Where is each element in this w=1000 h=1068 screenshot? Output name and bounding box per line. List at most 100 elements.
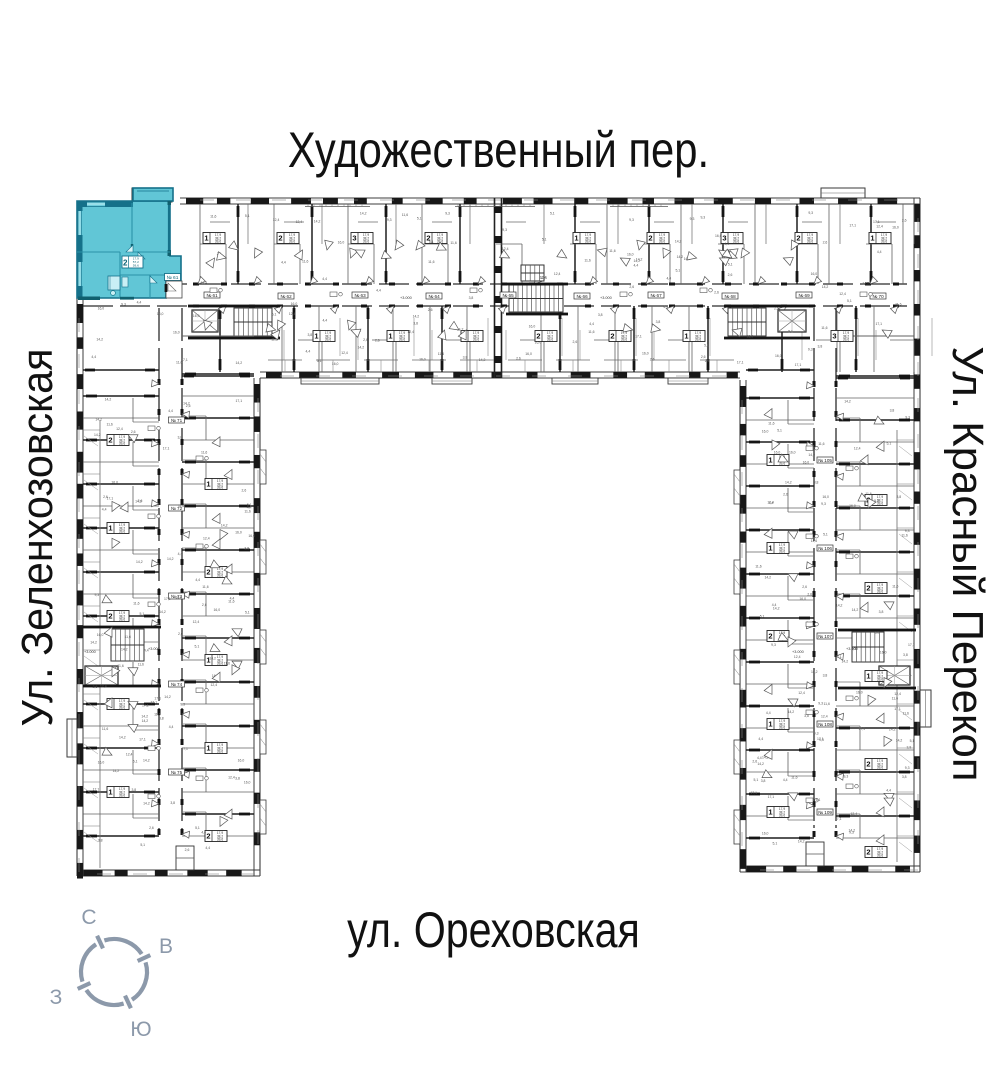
svg-text:12,4: 12,4 bbox=[798, 691, 805, 695]
svg-text:17,1: 17,1 bbox=[164, 597, 171, 601]
svg-text:16,0: 16,0 bbox=[747, 334, 754, 338]
svg-text:4,4: 4,4 bbox=[322, 277, 327, 281]
svg-text:9,3: 9,3 bbox=[502, 228, 507, 232]
svg-text:16,0: 16,0 bbox=[175, 596, 182, 600]
svg-text:3,8: 3,8 bbox=[896, 495, 901, 499]
svg-text:+3.000: +3.000 bbox=[846, 647, 858, 651]
svg-text:11,6: 11,6 bbox=[438, 352, 444, 356]
svg-text:2,6: 2,6 bbox=[629, 285, 634, 289]
svg-text:2,6: 2,6 bbox=[728, 273, 733, 277]
svg-text:16,0: 16,0 bbox=[762, 832, 769, 836]
svg-text:9,3: 9,3 bbox=[700, 215, 705, 219]
svg-text:16,0: 16,0 bbox=[338, 241, 345, 245]
svg-text:12,4: 12,4 bbox=[767, 501, 774, 505]
svg-text:17,9: 17,9 bbox=[547, 331, 553, 335]
svg-text:14,2: 14,2 bbox=[95, 417, 102, 421]
svg-text:14,2: 14,2 bbox=[862, 281, 869, 285]
svg-text:17,1: 17,1 bbox=[873, 220, 880, 224]
svg-text:11,6: 11,6 bbox=[138, 662, 144, 666]
svg-text:2: 2 bbox=[426, 234, 430, 243]
svg-text:4,4: 4,4 bbox=[306, 349, 311, 353]
svg-text:16,0: 16,0 bbox=[715, 234, 722, 238]
svg-text:№ 61: № 61 bbox=[167, 275, 179, 281]
svg-text:17,9: 17,9 bbox=[217, 831, 223, 835]
svg-text:39,6: 39,6 bbox=[877, 766, 883, 770]
svg-text:№ 63: № 63 bbox=[354, 293, 366, 298]
svg-text:39,6: 39,6 bbox=[881, 240, 887, 244]
svg-text:4,4: 4,4 bbox=[666, 277, 671, 281]
svg-text:1: 1 bbox=[574, 234, 578, 243]
svg-text:2: 2 bbox=[610, 332, 614, 341]
svg-text:17,1: 17,1 bbox=[817, 737, 824, 741]
svg-text:4,4: 4,4 bbox=[205, 846, 210, 850]
svg-text:1: 1 bbox=[768, 808, 772, 817]
svg-text:38,2: 38,2 bbox=[779, 810, 785, 814]
svg-text:2,6: 2,6 bbox=[131, 430, 136, 434]
svg-text:16,0: 16,0 bbox=[775, 354, 782, 358]
svg-text:5,1: 5,1 bbox=[195, 826, 200, 830]
svg-text:2,6: 2,6 bbox=[516, 357, 521, 361]
svg-text:2,6: 2,6 bbox=[650, 357, 655, 361]
svg-text:9,3: 9,3 bbox=[690, 217, 695, 221]
svg-text:4,4: 4,4 bbox=[169, 725, 174, 729]
svg-text:17,1: 17,1 bbox=[142, 704, 149, 708]
svg-text:17,9: 17,9 bbox=[133, 256, 139, 260]
svg-text:12,4: 12,4 bbox=[876, 224, 883, 228]
svg-text:17,1: 17,1 bbox=[737, 361, 744, 365]
svg-text:3,8: 3,8 bbox=[235, 776, 240, 780]
svg-text:17,9: 17,9 bbox=[119, 523, 125, 527]
svg-text:2: 2 bbox=[123, 258, 128, 267]
svg-text:16,0: 16,0 bbox=[244, 781, 251, 785]
svg-text:3,8: 3,8 bbox=[131, 788, 136, 792]
svg-text:2: 2 bbox=[796, 234, 800, 243]
svg-text:14,2: 14,2 bbox=[143, 801, 150, 805]
svg-text:№ 74: № 74 bbox=[171, 682, 183, 687]
svg-text:14,2: 14,2 bbox=[119, 735, 126, 739]
svg-text:39,6: 39,6 bbox=[807, 240, 813, 244]
svg-text:17,1: 17,1 bbox=[750, 791, 757, 795]
svg-text:2,6: 2,6 bbox=[902, 219, 907, 223]
svg-text:17,9: 17,9 bbox=[779, 543, 785, 547]
svg-text:9,3: 9,3 bbox=[905, 416, 910, 420]
svg-text:14,2: 14,2 bbox=[121, 647, 128, 651]
svg-text:38,2: 38,2 bbox=[217, 658, 223, 662]
svg-text:17,9: 17,9 bbox=[659, 233, 665, 237]
svg-text:14,2: 14,2 bbox=[457, 327, 464, 331]
svg-text:14,2: 14,2 bbox=[167, 557, 174, 561]
svg-text:39,6: 39,6 bbox=[877, 502, 883, 506]
svg-text:9,3: 9,3 bbox=[808, 348, 813, 352]
svg-text:59,6: 59,6 bbox=[133, 263, 139, 267]
svg-text:2,6: 2,6 bbox=[802, 585, 807, 589]
svg-text:9,3: 9,3 bbox=[121, 302, 126, 306]
svg-text:14,2: 14,2 bbox=[836, 603, 843, 607]
svg-text:39,6: 39,6 bbox=[877, 590, 883, 594]
svg-text:3,8: 3,8 bbox=[823, 674, 828, 678]
svg-text:17,1: 17,1 bbox=[93, 788, 100, 792]
svg-text:11,6: 11,6 bbox=[125, 635, 131, 639]
svg-text:+3.000: +3.000 bbox=[400, 296, 412, 300]
svg-text:38,2: 38,2 bbox=[877, 586, 883, 590]
svg-text:11,6: 11,6 bbox=[584, 259, 590, 263]
svg-text:3: 3 bbox=[832, 332, 836, 341]
svg-text:9,3: 9,3 bbox=[821, 502, 826, 506]
svg-text:12,4: 12,4 bbox=[201, 281, 208, 285]
svg-text:11,6: 11,6 bbox=[755, 564, 761, 568]
svg-text:9,3: 9,3 bbox=[771, 643, 776, 647]
svg-text:17,9: 17,9 bbox=[363, 233, 369, 237]
svg-text:3,8: 3,8 bbox=[469, 296, 474, 300]
svg-text:12,4: 12,4 bbox=[851, 812, 858, 816]
svg-text:2,6: 2,6 bbox=[823, 241, 828, 245]
svg-text:4,4: 4,4 bbox=[195, 578, 200, 582]
svg-text:11,6: 11,6 bbox=[791, 775, 797, 779]
svg-text:№ 107: № 107 bbox=[818, 634, 832, 639]
svg-text:12,4: 12,4 bbox=[407, 330, 414, 334]
svg-text:14,2: 14,2 bbox=[675, 240, 682, 244]
svg-text:5,1: 5,1 bbox=[247, 503, 252, 507]
svg-text:2: 2 bbox=[206, 568, 210, 577]
svg-text:1: 1 bbox=[108, 788, 112, 797]
svg-text:17,9: 17,9 bbox=[289, 233, 295, 237]
svg-text:38,2: 38,2 bbox=[119, 702, 125, 706]
svg-text:17,9: 17,9 bbox=[807, 233, 813, 237]
svg-text:17,1: 17,1 bbox=[107, 497, 114, 501]
svg-text:14,2: 14,2 bbox=[773, 606, 780, 610]
